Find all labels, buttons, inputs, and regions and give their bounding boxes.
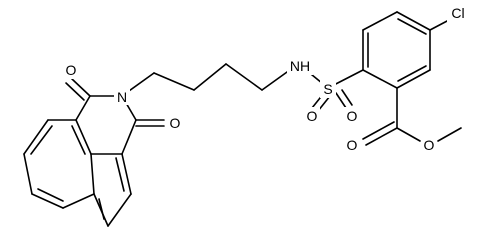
bond: [193, 63, 227, 91]
bond: [107, 193, 132, 227]
bond: [121, 153, 132, 195]
bond: [429, 19, 450, 31]
bond: [362, 121, 395, 140]
sulfonyl-oxygen-left-label: O: [307, 108, 318, 124]
bond: [98, 198, 105, 220]
atom-labels-layer: O N O NH S O O Cl: [63, 4, 469, 154]
bond: [396, 127, 421, 142]
bond: [397, 18, 427, 35]
sulfonamide-nh-label: NH: [290, 58, 310, 74]
imide-top-oxygen-label: O: [66, 62, 77, 78]
bond: [75, 95, 91, 121]
bond: [365, 127, 398, 146]
bond: [396, 69, 431, 89]
bond: [62, 193, 95, 209]
bond: [115, 157, 125, 192]
bond: [71, 125, 86, 155]
bond: [225, 63, 263, 91]
bond: [30, 125, 53, 155]
bond: [341, 89, 353, 106]
bond: [397, 65, 427, 82]
chemical-structure: O N O NH S O O Cl: [23, 4, 469, 227]
ester-carbonyl-oxygen-atom: O: [344, 136, 360, 154]
sulfonamide-nh-atom: NH: [287, 57, 313, 75]
bond: [71, 78, 91, 97]
imide-bottom-oxygen-label: O: [170, 115, 181, 131]
bond: [37, 188, 64, 202]
bond: [31, 193, 64, 209]
imide-nitrogen-atom: N: [114, 89, 130, 105]
bond: [396, 11, 431, 31]
sulfonyl-oxygen-left-atom: O: [304, 107, 320, 125]
sulfonyl-sulfur-label: S: [323, 81, 332, 97]
bond: [65, 82, 85, 101]
bond: [23, 153, 33, 195]
bond: [362, 11, 398, 31]
imide-bottom-oxygen-atom: O: [167, 114, 183, 132]
bond: [75, 119, 92, 155]
bond: [23, 119, 49, 155]
chlorine-atom: Cl: [447, 4, 469, 22]
bond: [121, 119, 137, 155]
sulfonyl-sulfur-atom: S: [320, 80, 336, 98]
ester-carbonyl-oxygen-label: O: [347, 137, 358, 153]
ester-ether-oxygen-label: O: [424, 137, 435, 153]
bond: [437, 127, 462, 142]
bond: [362, 69, 398, 89]
chlorine-label: Cl: [451, 5, 464, 21]
imide-nitrogen-label: N: [117, 89, 127, 105]
ester-ether-oxygen-atom: O: [421, 136, 437, 154]
bond: [153, 72, 195, 91]
structure-canvas: O N O NH S O O Cl: [23, 4, 469, 227]
sulfonyl-oxygen-right-label: O: [347, 108, 358, 124]
bonds-layer: [23, 11, 462, 227]
imide-top-oxygen-atom: O: [63, 61, 79, 79]
sulfonyl-oxygen-right-atom: O: [344, 107, 360, 125]
bond: [335, 92, 347, 109]
bond: [90, 153, 95, 195]
